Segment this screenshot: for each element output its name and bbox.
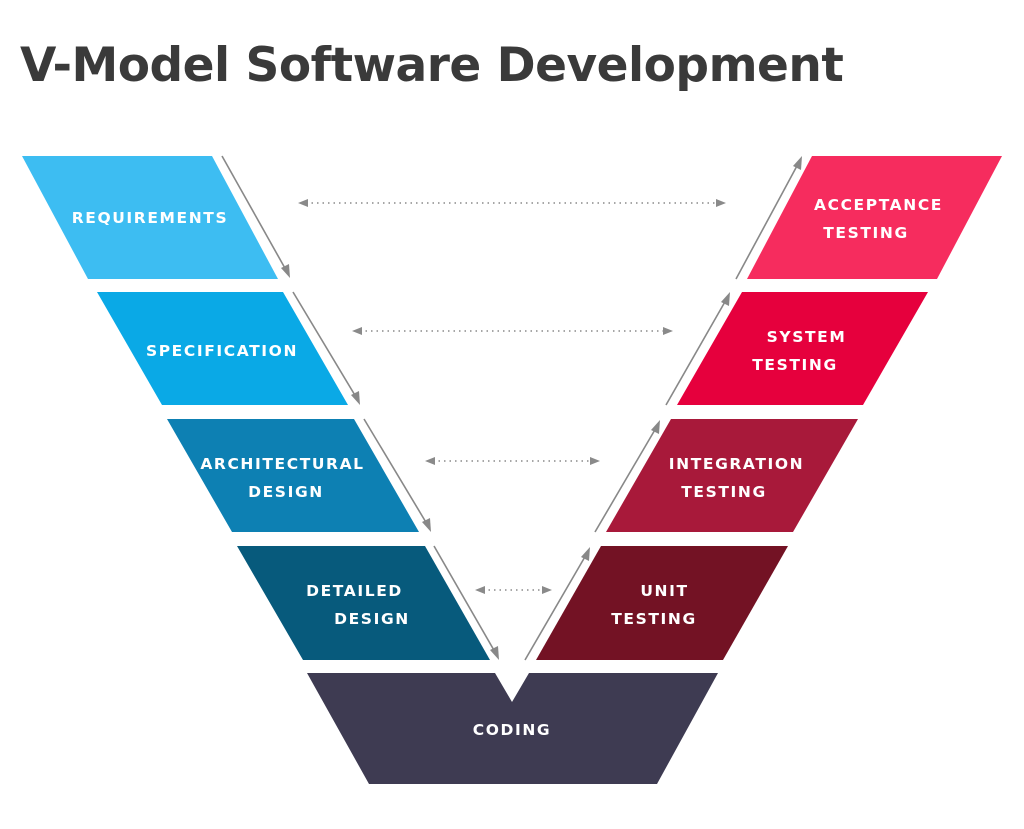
phase-integration-testing: INTEGRATION TESTING — [606, 419, 858, 532]
phase-coding-shape — [307, 673, 718, 784]
phase-detailed-design: DETAILED DESIGN — [237, 546, 490, 660]
phase-system-testing: SYSTEM TESTING — [677, 292, 928, 405]
phase-unit-testing-shape — [536, 546, 788, 660]
page-title: V-Model Software Development — [20, 38, 844, 93]
link-architectural-integration — [425, 457, 600, 465]
phase-detailed-design-shape — [237, 546, 490, 660]
left-flow-arrow-3 — [363, 418, 431, 532]
phase-coding-label: CODING — [473, 721, 551, 739]
left-flow-arrow-2 — [292, 291, 360, 405]
right-flow-arrow-4 — [735, 156, 802, 280]
link-specification-system — [352, 327, 673, 335]
phase-integration-testing-label: INTEGRATION TESTING — [669, 455, 811, 501]
left-flow-arrow-4 — [433, 545, 499, 660]
phase-requirements: REQUIREMENTS — [22, 156, 278, 279]
phase-requirements-shape — [22, 156, 278, 279]
phase-specification: SPECIFICATION — [97, 292, 348, 405]
phase-system-testing-shape — [677, 292, 928, 405]
phase-acceptance-testing: ACCEPTANCE TESTING — [747, 156, 1002, 279]
phase-integration-testing-shape — [606, 419, 858, 532]
phase-specification-shape — [97, 292, 348, 405]
phase-architectural-design: ARCHITECTURAL DESIGN — [167, 419, 419, 532]
link-requirements-acceptance — [298, 199, 726, 207]
right-flow-arrow-2 — [594, 420, 660, 533]
phase-acceptance-testing-shape — [747, 156, 1002, 279]
right-flow-arrow-1 — [524, 547, 590, 661]
phase-architectural-design-shape — [167, 419, 419, 532]
phase-unit-testing-label: UNIT TESTING — [611, 582, 697, 628]
left-flow-arrow-1 — [221, 155, 290, 278]
phase-coding: CODING — [307, 673, 718, 784]
phase-system-testing-label: SYSTEM TESTING — [752, 328, 853, 374]
phase-detailed-design-label: DETAILED DESIGN — [306, 582, 410, 628]
phase-unit-testing: UNIT TESTING — [536, 546, 788, 660]
phase-acceptance-testing-label: ACCEPTANCE TESTING — [814, 196, 950, 242]
phase-requirements-label: REQUIREMENTS — [72, 209, 229, 227]
right-flow-arrow-3 — [665, 292, 730, 406]
link-detailed-unit — [475, 586, 552, 594]
phase-architectural-design-label: ARCHITECTURAL DESIGN — [200, 455, 371, 501]
phase-specification-label: SPECIFICATION — [146, 342, 298, 360]
